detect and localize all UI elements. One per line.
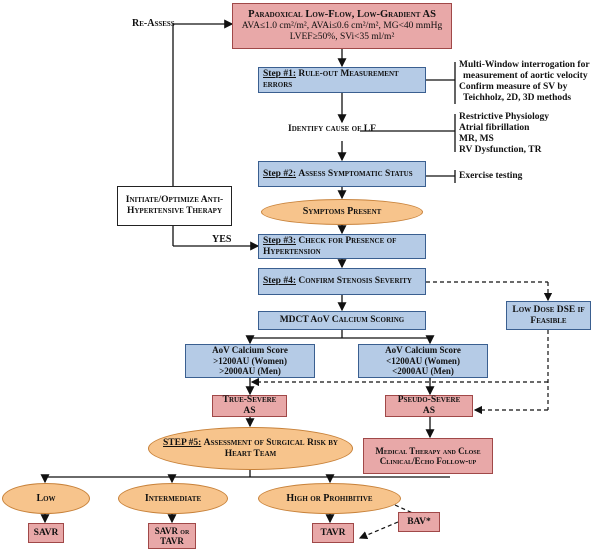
step4-box: Step #4: Confirm Stenosis Severity xyxy=(258,268,426,295)
reassess-label: Re-Assess xyxy=(132,18,175,29)
step1-box: Step #1: Rule-out Measurement errors xyxy=(258,67,426,93)
top-line2: LVEF≥50%, SVi<35 ml/m² xyxy=(289,32,395,43)
step2-text: Assess Symptomatic Status xyxy=(298,168,413,179)
tavr-box: TAVR xyxy=(312,523,354,543)
savr-box: SAVR xyxy=(28,523,64,543)
identify-note-2: Atrial fibrillation xyxy=(459,122,530,133)
step1-note-3: Confirm measure of SV by xyxy=(459,81,568,92)
step3-label: Step #3: xyxy=(263,235,296,246)
step3-box: Step #3: Check for Presence of Hypertens… xyxy=(258,234,426,259)
identify-note-3: MR, MS xyxy=(459,133,494,144)
step1-notes: Multi-Window interrogation for measureme… xyxy=(459,60,590,104)
identify-cause-label: Identify cause of LF xyxy=(288,124,376,134)
identify-notes: Restrictive Physiology Atrial fibrillati… xyxy=(459,112,549,156)
paradoxical-lflg-as-box: Paradoxical Low-Flow, Low-Gradient AS AV… xyxy=(232,3,452,49)
step4-label: Step #4: xyxy=(263,276,296,287)
savr-or-tavr-box: SAVR or TAVR xyxy=(148,523,196,549)
step1-note-4: Teichholz, 2D, 3D methods xyxy=(463,92,572,103)
step5-text: Assessment of Surgical Risk by Heart Tea… xyxy=(203,437,338,459)
calcium-score-low-box: AoV Calcium Score <1200AU (Women) <2000A… xyxy=(358,344,488,378)
step2-box: Step #2: Assess Symptomatic Status xyxy=(258,161,426,187)
calc-low-1: AoV Calcium Score xyxy=(385,345,461,356)
risk-high-oval: High or Prohibitive xyxy=(258,483,401,514)
step5-label: STEP #5: xyxy=(163,437,202,448)
mdct-box: MDCT AoV Calcium Scoring xyxy=(258,311,426,330)
risk-intermediate-oval: Intermediate xyxy=(118,483,228,514)
medical-therapy-box: Medical Therapy and Close Clinical/Echo … xyxy=(363,438,493,474)
step5-oval: STEP #5: Assessment of Surgical Risk by … xyxy=(148,427,353,470)
identify-note-1: Restrictive Physiology xyxy=(459,112,549,122)
low-dose-dse-box: Low Dose DSE if Feasible xyxy=(506,301,591,330)
antihypertensive-box: Initiate/Optimize Anti-Hypertensive Ther… xyxy=(117,186,232,226)
step1-note-2: measurement of aortic velocity xyxy=(463,70,588,81)
calc-low-2: <1200AU (Women) xyxy=(386,355,460,366)
calc-high-2: >1200AU (Women) xyxy=(213,355,287,366)
symptoms-present-oval: Symptoms Present xyxy=(261,199,423,225)
step1-label: Step #1: xyxy=(263,69,296,80)
calc-high-3: >2000AU (Men) xyxy=(219,366,281,377)
step4-text: Confirm Stenosis Severity xyxy=(298,276,412,287)
identify-note-4: RV Dysfunction, TR xyxy=(459,144,542,155)
top-line1: AVA≤1.0 cm²/m², AVAi≤0.6 cm²/m², MG<40 m… xyxy=(241,21,443,32)
pseudo-severe-box: Pseudo-Severe AS xyxy=(385,395,473,417)
calc-high-1: AoV Calcium Score xyxy=(212,345,288,356)
calc-low-3: <2000AU (Men) xyxy=(392,366,454,377)
yes-label: YES xyxy=(212,234,232,245)
true-severe-box: True-Severe AS xyxy=(212,395,287,417)
top-title: Paradoxical Low-Flow, Low-Gradient AS xyxy=(248,9,436,21)
risk-low-oval: Low xyxy=(2,483,90,514)
bav-box: BAV* xyxy=(398,512,440,532)
step2-note: Exercise testing xyxy=(459,171,523,181)
step3-text: Check for Presence of Hypertension xyxy=(263,235,397,257)
step1-text: Rule-out Measurement errors xyxy=(263,69,399,90)
step1-note-1: Multi-Window interrogation for xyxy=(459,60,590,70)
step2-label: Step #2: xyxy=(263,168,296,179)
calcium-score-high-box: AoV Calcium Score >1200AU (Women) >2000A… xyxy=(185,344,315,378)
